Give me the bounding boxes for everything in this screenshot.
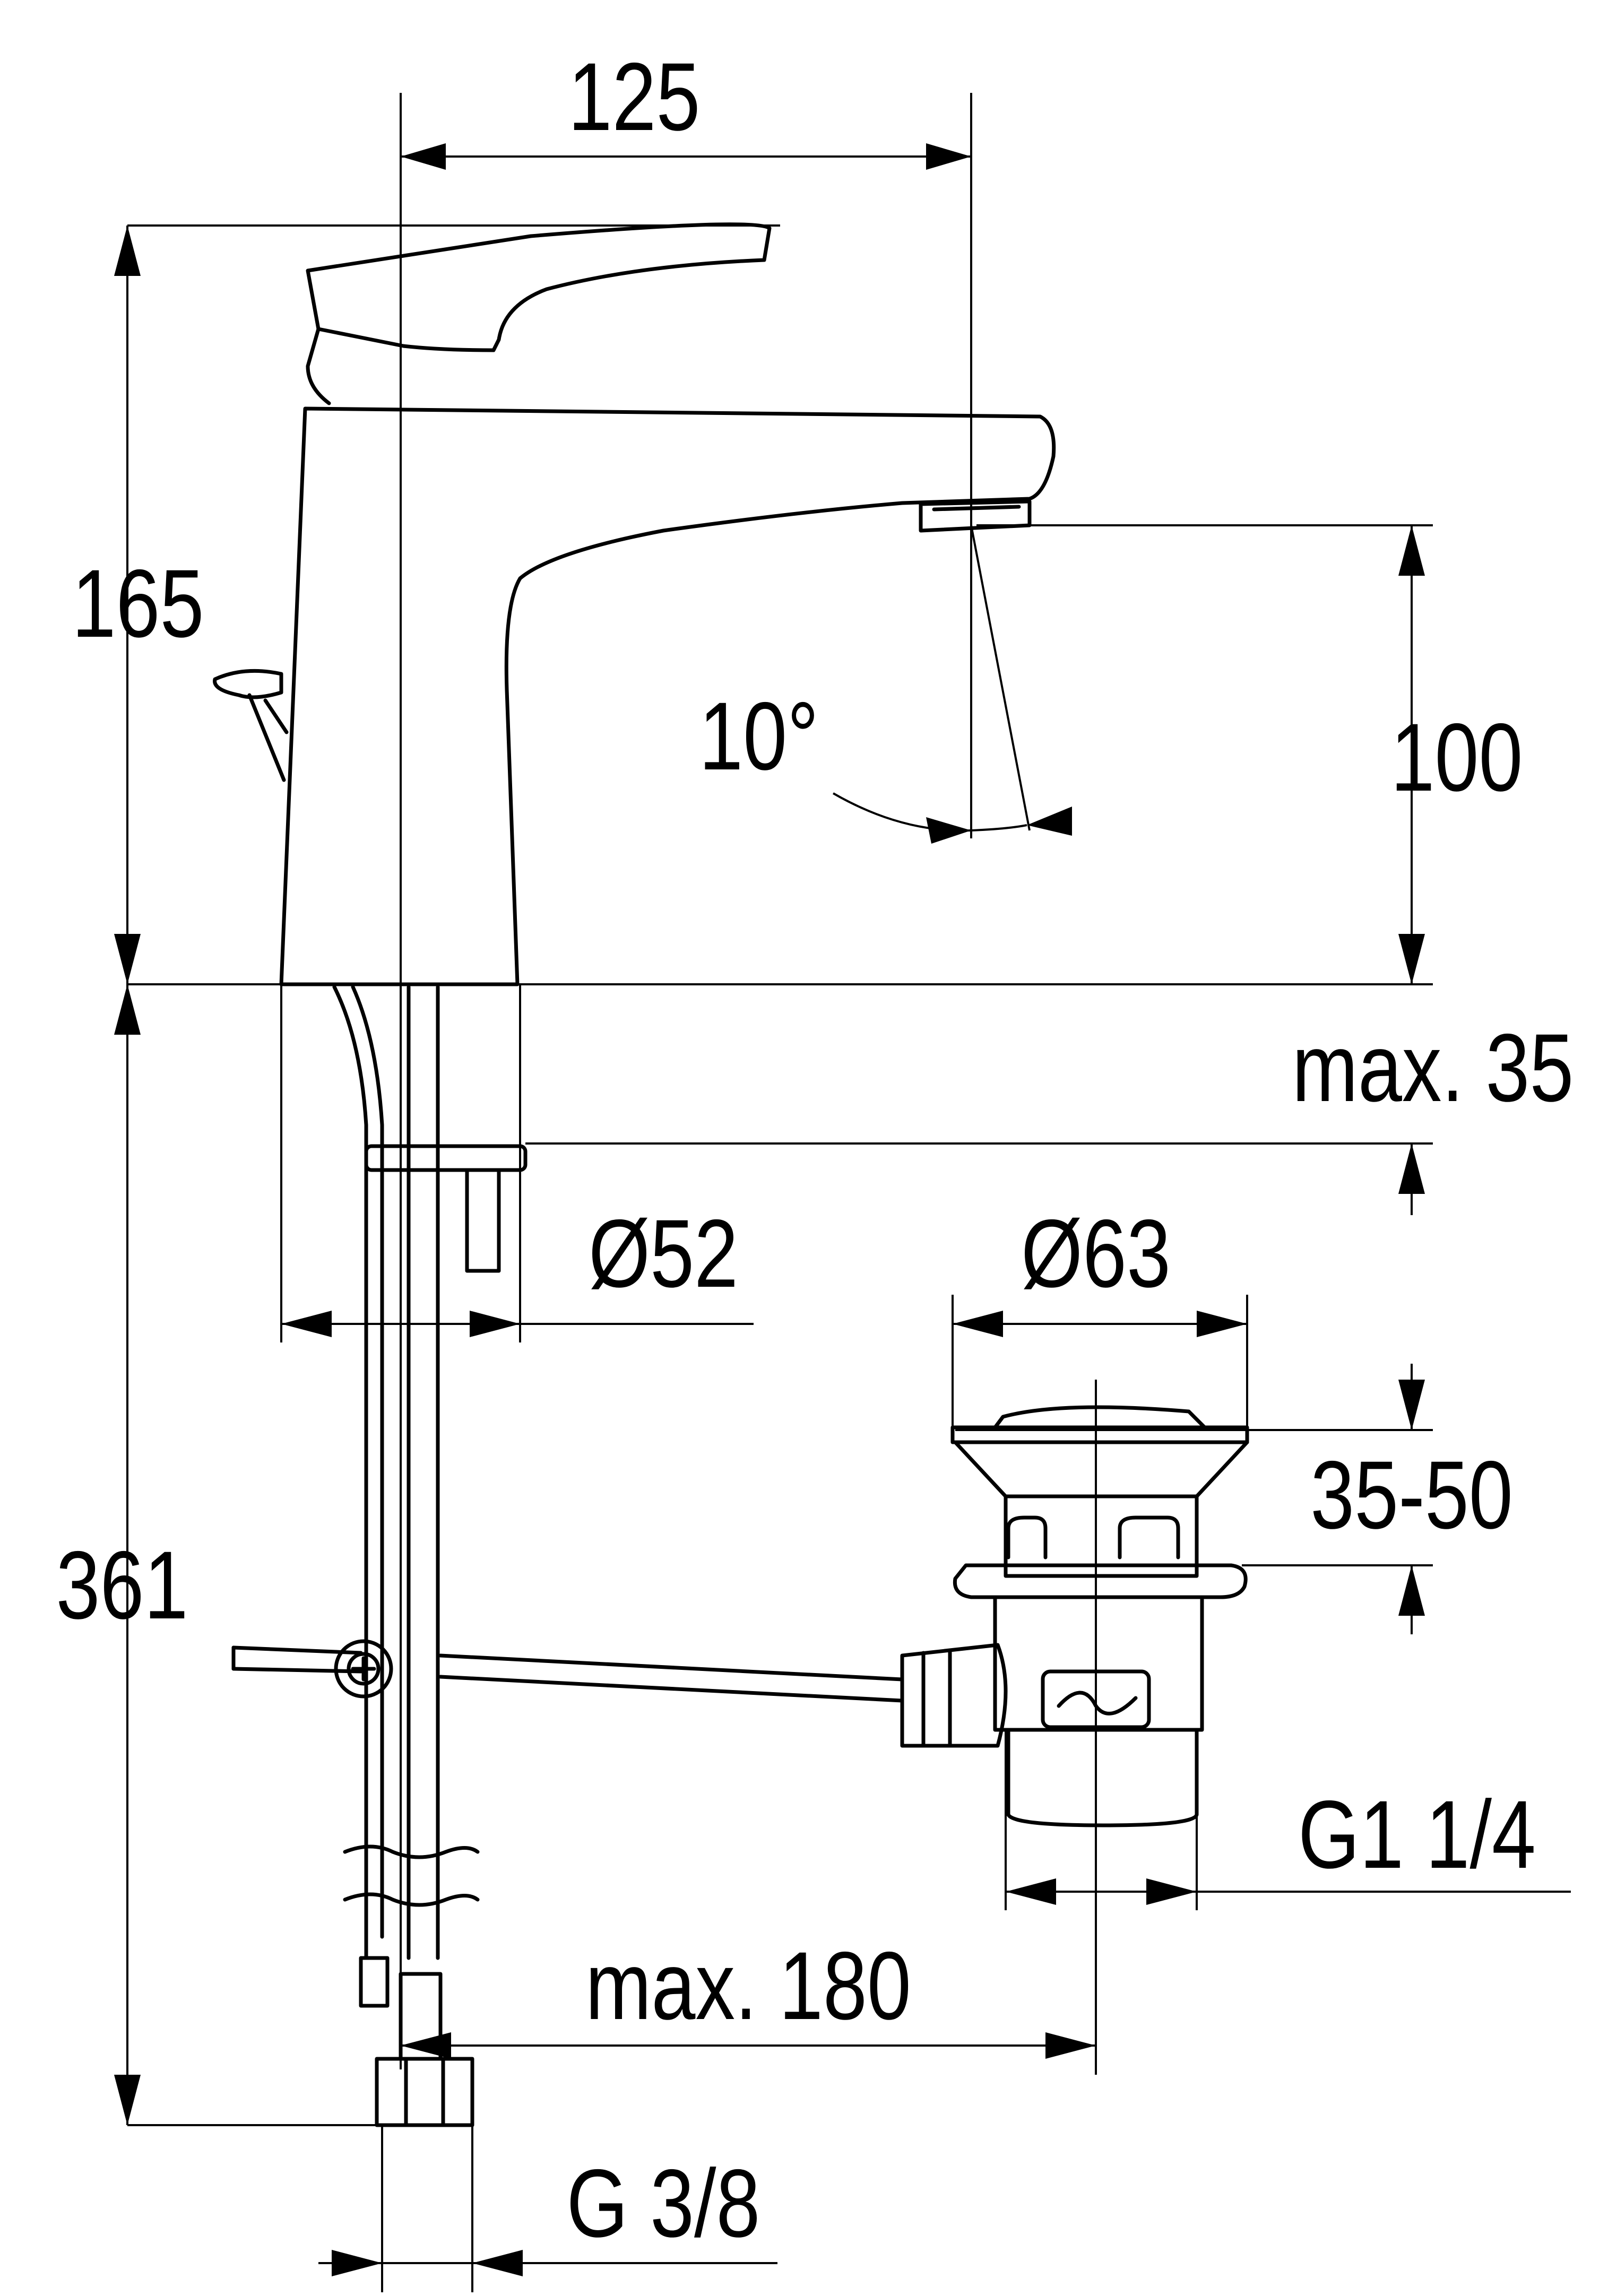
label-35-50: 35-50 (1310, 1441, 1513, 1549)
label-100: 100 (1391, 704, 1523, 811)
dimension-labels: 125 165 10° 100 max. 35 Ø52 Ø63 35-50 36… (56, 43, 1574, 2257)
angle-indicator (833, 525, 1031, 832)
label-361: 361 (56, 1531, 188, 1639)
waste-valve (900, 1405, 1249, 1827)
label-max-35: max. 35 (1292, 1014, 1574, 1122)
label-g-3-8: G 3/8 (567, 2150, 760, 2257)
label-diameter-63: Ø63 (1021, 1200, 1171, 1307)
label-125: 125 (568, 43, 701, 151)
dimension-arrows (114, 143, 1425, 2276)
label-10-degrees: 10° (699, 682, 819, 790)
label-diameter-52: Ø52 (589, 1200, 738, 1307)
faucet-body (213, 222, 1056, 986)
under-counter-parts (231, 985, 904, 2127)
label-165: 165 (72, 550, 204, 657)
dimension-lines (126, 93, 1571, 2292)
label-g1-1-4: G1 1/4 (1298, 1781, 1536, 1888)
label-max-180: max. 180 (585, 1932, 911, 2040)
